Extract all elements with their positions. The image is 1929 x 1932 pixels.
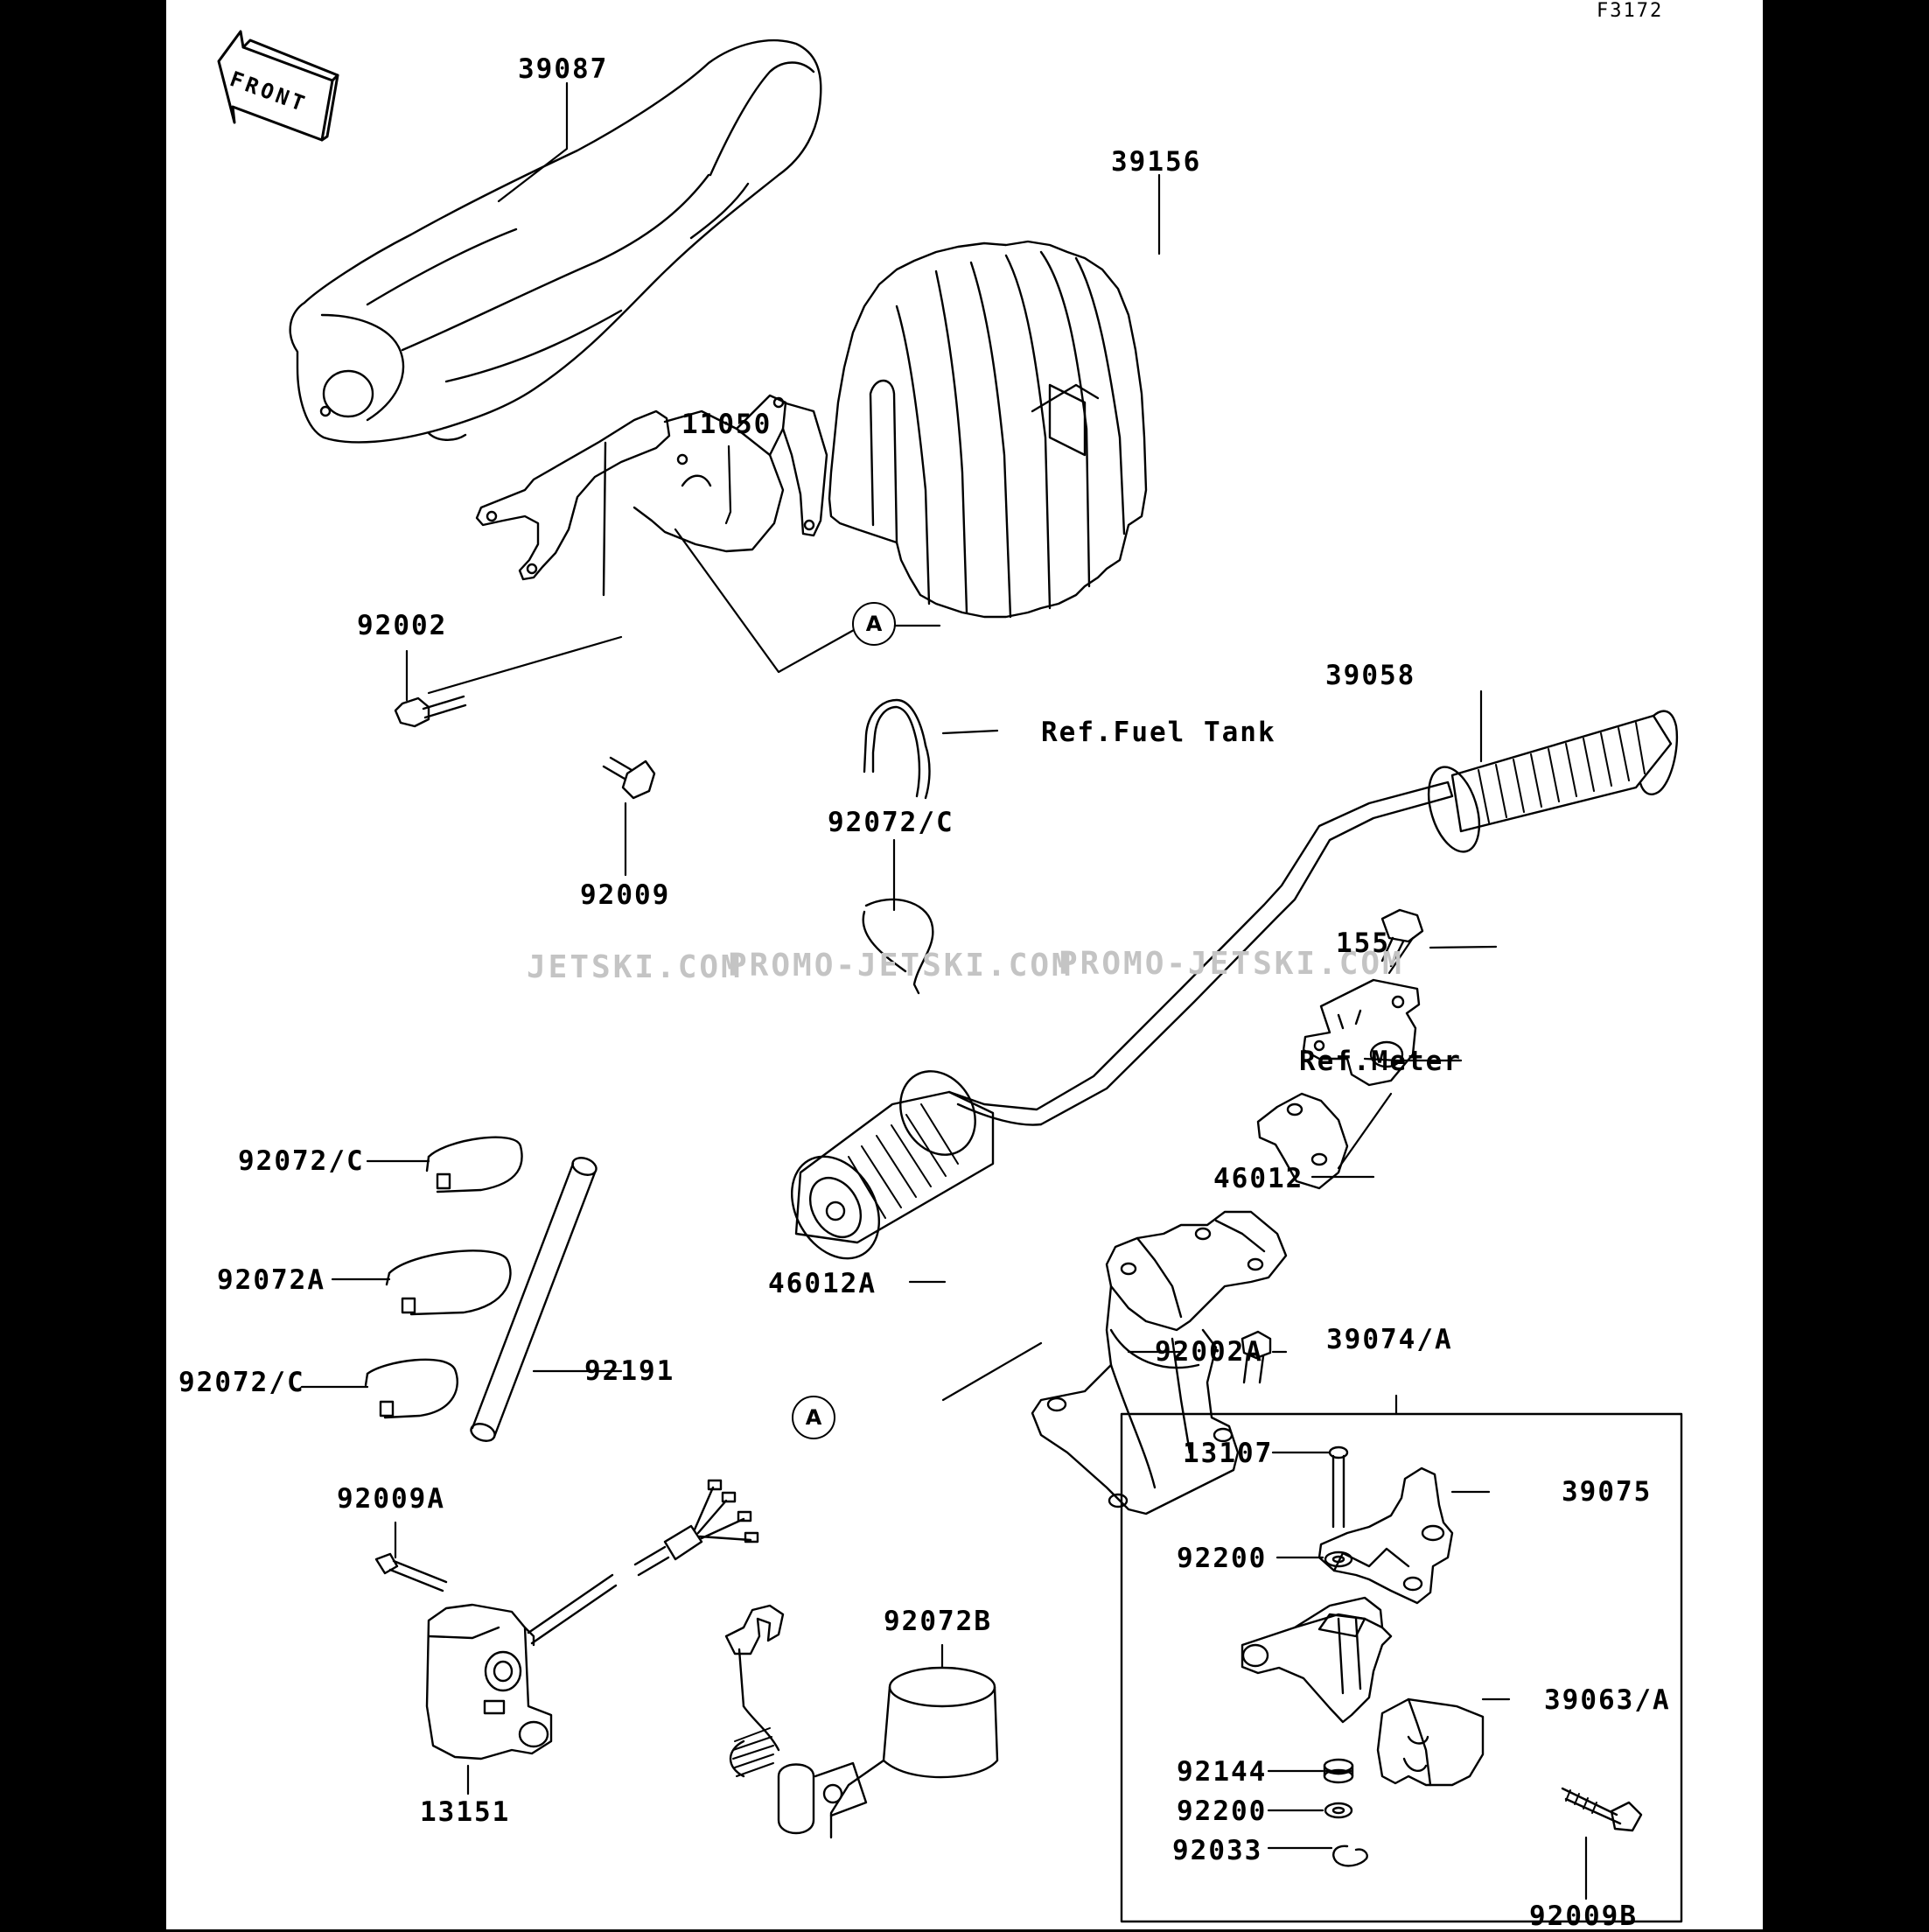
- clamp-92072c-left1: [425, 1136, 523, 1194]
- clamp-92072a: [385, 1250, 512, 1316]
- part-label-13151: 13151: [420, 1796, 511, 1828]
- clamp-92072c-left2: [364, 1358, 458, 1419]
- bolt-92002: [394, 695, 467, 728]
- part-label-92009b: 92009B: [1529, 1900, 1638, 1932]
- part-label-13107: 13107: [1183, 1438, 1274, 1469]
- callout-a-top: A: [852, 602, 896, 646]
- bolt-155: [1380, 908, 1424, 968]
- part-label-11050: 11050: [681, 409, 772, 440]
- assembly-box: [1120, 1412, 1683, 1923]
- spring-92144: [1323, 1758, 1354, 1784]
- part-label-92200-bot: 92200: [1177, 1796, 1268, 1827]
- watermark-3: PROMO-JETSKI.COM: [1059, 946, 1404, 982]
- front-arrow-icon: [217, 30, 339, 142]
- bracket: [475, 394, 828, 597]
- part-label-92144: 92144: [1177, 1756, 1268, 1788]
- screw-92009: [602, 756, 656, 800]
- clamp-92072c-top: [862, 898, 934, 995]
- part-label-92072c-left1: 92072/C: [238, 1145, 365, 1177]
- tube-92191: [470, 1157, 598, 1442]
- parts-illustration: [217, 30, 1683, 1923]
- stop-switch: [374, 1479, 759, 1760]
- part-label-39074a: 39074/A: [1326, 1324, 1453, 1355]
- screw-92009b: [1561, 1787, 1643, 1832]
- bolt-92002a: [1241, 1330, 1272, 1384]
- part-label-92009: 92009: [580, 879, 671, 911]
- part-label-92072a: 92072A: [217, 1264, 325, 1296]
- cover-39063a: [1376, 1698, 1485, 1787]
- washer-92200-bot: [1324, 1802, 1353, 1819]
- handle-pole-cover: [289, 38, 822, 444]
- part-label-92002: 92002: [357, 610, 448, 641]
- part-label-92072c-left2: 92072/C: [178, 1367, 305, 1398]
- part-label-92072c-top: 92072/C: [828, 807, 954, 838]
- part-label-46012: 46012: [1213, 1163, 1304, 1194]
- part-label-92200-top: 92200: [1177, 1543, 1268, 1574]
- part-label-92002a: 92002A: [1155, 1336, 1263, 1368]
- washer-92200-top: [1324, 1550, 1353, 1568]
- part-label-39087: 39087: [518, 53, 609, 85]
- part-label-39156: 39156: [1111, 146, 1202, 178]
- watermark-2: PROMO-JETSKI.COM: [728, 948, 1073, 984]
- part-label-39063a: 39063/A: [1544, 1684, 1671, 1716]
- part-label-92009a: 92009A: [337, 1483, 445, 1515]
- part-label-92033: 92033: [1172, 1835, 1263, 1866]
- figure-code: F3172: [1597, 0, 1664, 22]
- watermark-1: JETSKI.COM: [527, 949, 743, 985]
- part-label-92072b: 92072B: [884, 1606, 992, 1637]
- leader-lines: [300, 81, 1588, 1900]
- diagram-sheet: F3172 FRONT JETSKI.COM PROMO-JETSKI.COM …: [166, 0, 1763, 1932]
- part-label-39075: 39075: [1562, 1476, 1653, 1508]
- steering-post: [1031, 1210, 1288, 1516]
- lever-39075: [1317, 1466, 1454, 1605]
- meter-bracket: [1302, 978, 1421, 1087]
- ref-fuel-tank-label: Ref.Fuel Tank: [1041, 717, 1276, 748]
- part-label-92191: 92191: [584, 1355, 675, 1387]
- callout-a-bottom: A: [792, 1396, 835, 1439]
- circlip-92033: [1332, 1844, 1368, 1867]
- part-label-39058: 39058: [1325, 660, 1416, 691]
- ref-meter-label: Ref.Meter: [1299, 1046, 1462, 1077]
- throttle-housing: [1241, 1596, 1393, 1724]
- lanyard-clamp: [724, 1604, 999, 1839]
- holder-46012: [1256, 1092, 1349, 1190]
- pin-13107: [1328, 1446, 1349, 1529]
- part-label-155: 155: [1336, 928, 1390, 959]
- fuel-tank-hose: [863, 698, 931, 800]
- part-label-46012a: 46012A: [768, 1268, 877, 1299]
- boot: [828, 240, 1148, 619]
- handlebar: [791, 710, 1678, 1260]
